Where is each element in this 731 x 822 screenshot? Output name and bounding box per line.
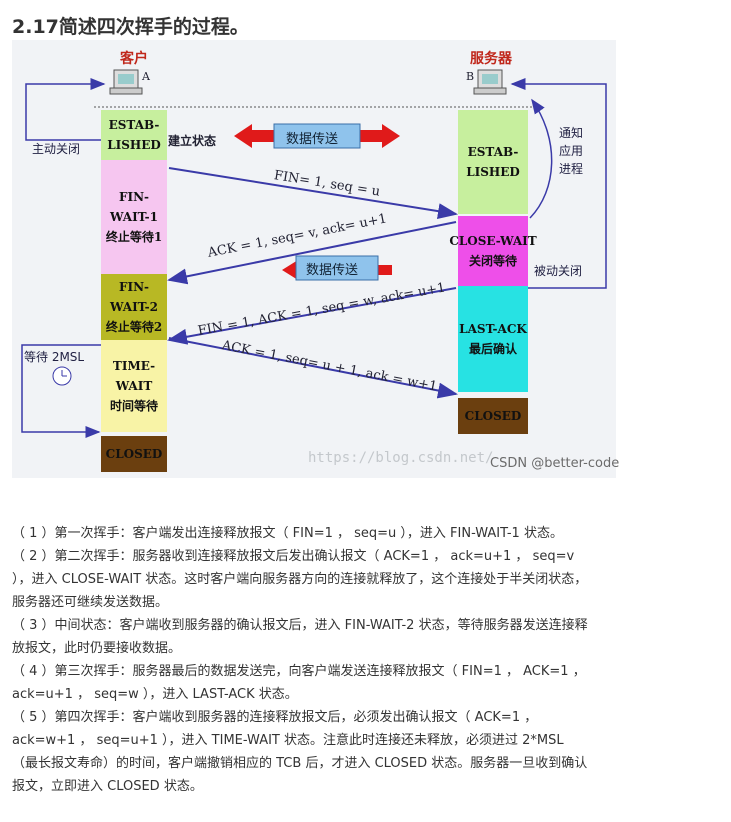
step-4: （ 4 ）第三次挥手：服务器最后的数据发送完，向客户端发送连接释放报文（ FIN… bbox=[12, 664, 586, 702]
tcp-four-way-handshake-diagram: 客户 服务器 A B ESTAB- LISHED FIN-WAIT-1 终止等待… bbox=[12, 40, 620, 478]
client-state-established: ESTAB- LISHED bbox=[107, 118, 161, 152]
client-computer-icon bbox=[109, 69, 143, 95]
step-5: （ 5 ）第四次挥手：客户端收到服务器的连接释放报文后，必须发出确认报文（ AC… bbox=[12, 710, 588, 794]
passive-close-path bbox=[510, 78, 607, 289]
wait-2msl-label: 等待 2MSL bbox=[24, 350, 85, 364]
passive-close-label: 被动关闭 bbox=[534, 264, 583, 278]
step-2: （ 2 ）第二次挥手：服务器收到连接释放报文后发出确认报文（ ACK=1 ， a… bbox=[12, 549, 588, 610]
client-closed-bar bbox=[101, 436, 167, 472]
client-label: 客户 bbox=[120, 51, 148, 67]
step-3: （ 3 ）中间状态：客户端收到服务器的确认报文后，进入 FIN-WAIT-2 状… bbox=[12, 618, 588, 656]
client-time-wait-bar bbox=[101, 340, 167, 432]
server-closed-bar bbox=[458, 398, 528, 434]
steps-text: （ 1 ）第一次挥手：客户端发出连接释放报文（ FIN=1 ， seq=u ），… bbox=[12, 522, 592, 798]
watermark-url: https://blog.csdn.net/ bbox=[308, 450, 494, 466]
server-state-last-ack: LAST-ACK 最后确认 bbox=[459, 322, 527, 356]
watermark-credit: CSDN @better-code bbox=[490, 456, 620, 471]
data-transfer-left-arrow bbox=[282, 255, 392, 281]
client-state-time-wait: TIME-WAIT 时间等待 bbox=[109, 359, 158, 413]
ack-arrow bbox=[167, 221, 457, 285]
wait-2msl-path bbox=[21, 344, 101, 438]
client-state-closed: CLOSED bbox=[105, 447, 163, 461]
client-letter: A bbox=[142, 70, 150, 83]
diagram-canvas bbox=[12, 40, 616, 478]
data-transfer-double-arrow bbox=[234, 123, 400, 149]
established-state-label: 建立状态 bbox=[168, 134, 217, 148]
active-close-label: 主动关闭 bbox=[32, 142, 81, 156]
active-close-path bbox=[25, 78, 106, 141]
server-letter: B bbox=[466, 70, 475, 83]
page-title: 2.17简述四次挥手的过程。 bbox=[12, 16, 249, 38]
fin-arrow bbox=[168, 167, 458, 220]
server-state-established: ESTAB- LISHED bbox=[466, 145, 520, 179]
clock-icon bbox=[52, 366, 72, 386]
server-computer-icon bbox=[473, 69, 507, 95]
server-established-bar bbox=[458, 110, 528, 214]
step-1: （ 1 ）第一次挥手：客户端发出连接释放报文（ FIN=1 ， seq=u ），… bbox=[12, 526, 563, 541]
notify-app-label: 通知 应用 进程 bbox=[559, 126, 584, 176]
notify-app-path bbox=[529, 98, 553, 219]
data-transfer-label-2: 数据传送 bbox=[306, 263, 359, 278]
server-state-closed: CLOSED bbox=[464, 409, 522, 423]
client-state-fin-wait-2: FIN-WAIT-2 终止等待2 bbox=[105, 280, 163, 334]
server-label: 服务器 bbox=[470, 51, 512, 67]
server-last-ack-bar bbox=[458, 286, 528, 392]
client-established-bar bbox=[101, 110, 167, 160]
client-state-fin-wait-1: FIN-WAIT-1 终止等待1 bbox=[105, 190, 163, 244]
final-ack-arrow bbox=[168, 337, 458, 399]
client-fin-wait-1-bar bbox=[101, 160, 167, 274]
server-state-close-wait: CLOSE-WAIT 关闭等待 bbox=[449, 234, 537, 268]
data-transfer-label-1: 数据传送 bbox=[286, 132, 339, 147]
server-close-wait-bar bbox=[458, 216, 528, 286]
client-fin-wait-2-bar bbox=[101, 274, 167, 340]
fin-ack-arrow bbox=[167, 287, 457, 345]
